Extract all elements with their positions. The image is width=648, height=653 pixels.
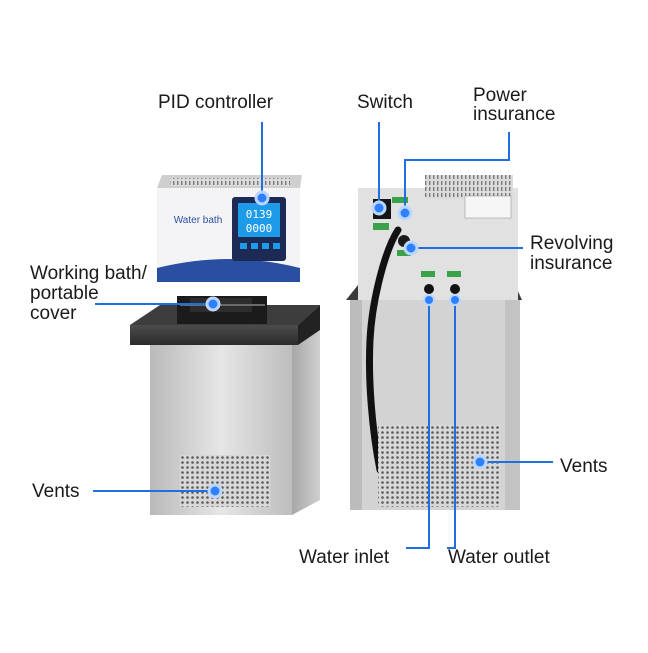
label-working-bath-line3: cover (30, 303, 77, 324)
label-vents-right: Vents (560, 456, 608, 477)
callout-dot-icon (472, 454, 488, 470)
callout-dot-icon (207, 483, 223, 499)
display-top: 0139 (246, 208, 273, 221)
callout-dot-icon (397, 205, 413, 221)
label-switch: Switch (357, 92, 413, 113)
brand-text: Water bath (174, 215, 223, 226)
display-bottom: 0000 (246, 222, 273, 235)
outlet-fitting (450, 284, 460, 294)
label-revolving-line1: Revolving (530, 233, 614, 254)
label-pid-controller: PID controller (158, 92, 274, 113)
power-cable (365, 226, 402, 474)
lcd-display (238, 203, 280, 237)
front-vent-grille (180, 455, 270, 507)
label-working-bath-line2: portable (30, 283, 99, 304)
callout-dot-icon (423, 294, 435, 306)
front-body-side (292, 330, 320, 515)
front-unit: 0139 0000 Water bath (130, 175, 320, 515)
callout-dot-icon (205, 296, 221, 312)
front-top-edge (130, 325, 298, 345)
callout-outlet (447, 300, 456, 549)
label-revolving-line2: insurance (530, 253, 613, 274)
back-unit (346, 175, 522, 510)
label-power-line2: insurance (473, 104, 556, 125)
panel-key-3[interactable] (262, 243, 269, 249)
callout-dot-icon (403, 240, 419, 256)
inlet-fitting (424, 284, 434, 294)
callout-dot-icon (371, 200, 387, 216)
callout-lines (93, 122, 553, 549)
callout-dot-icon (449, 294, 461, 306)
panel-key-1[interactable] (240, 243, 247, 249)
label-water-inlet: Water inlet (299, 547, 390, 568)
label-water-outlet: Water outlet (448, 547, 550, 568)
label-power-line1: Power (473, 85, 527, 106)
panel-key-2[interactable] (251, 243, 258, 249)
label-working-bath-line1: Working bath/ (30, 263, 147, 284)
rating-plate (464, 195, 512, 219)
callout-dots (205, 190, 488, 499)
callout-power (404, 132, 510, 213)
panel-key-4[interactable] (273, 243, 280, 249)
label-vents-left: Vents (32, 481, 80, 502)
callout-dot-icon (254, 190, 270, 206)
callout-inlet (406, 300, 430, 549)
